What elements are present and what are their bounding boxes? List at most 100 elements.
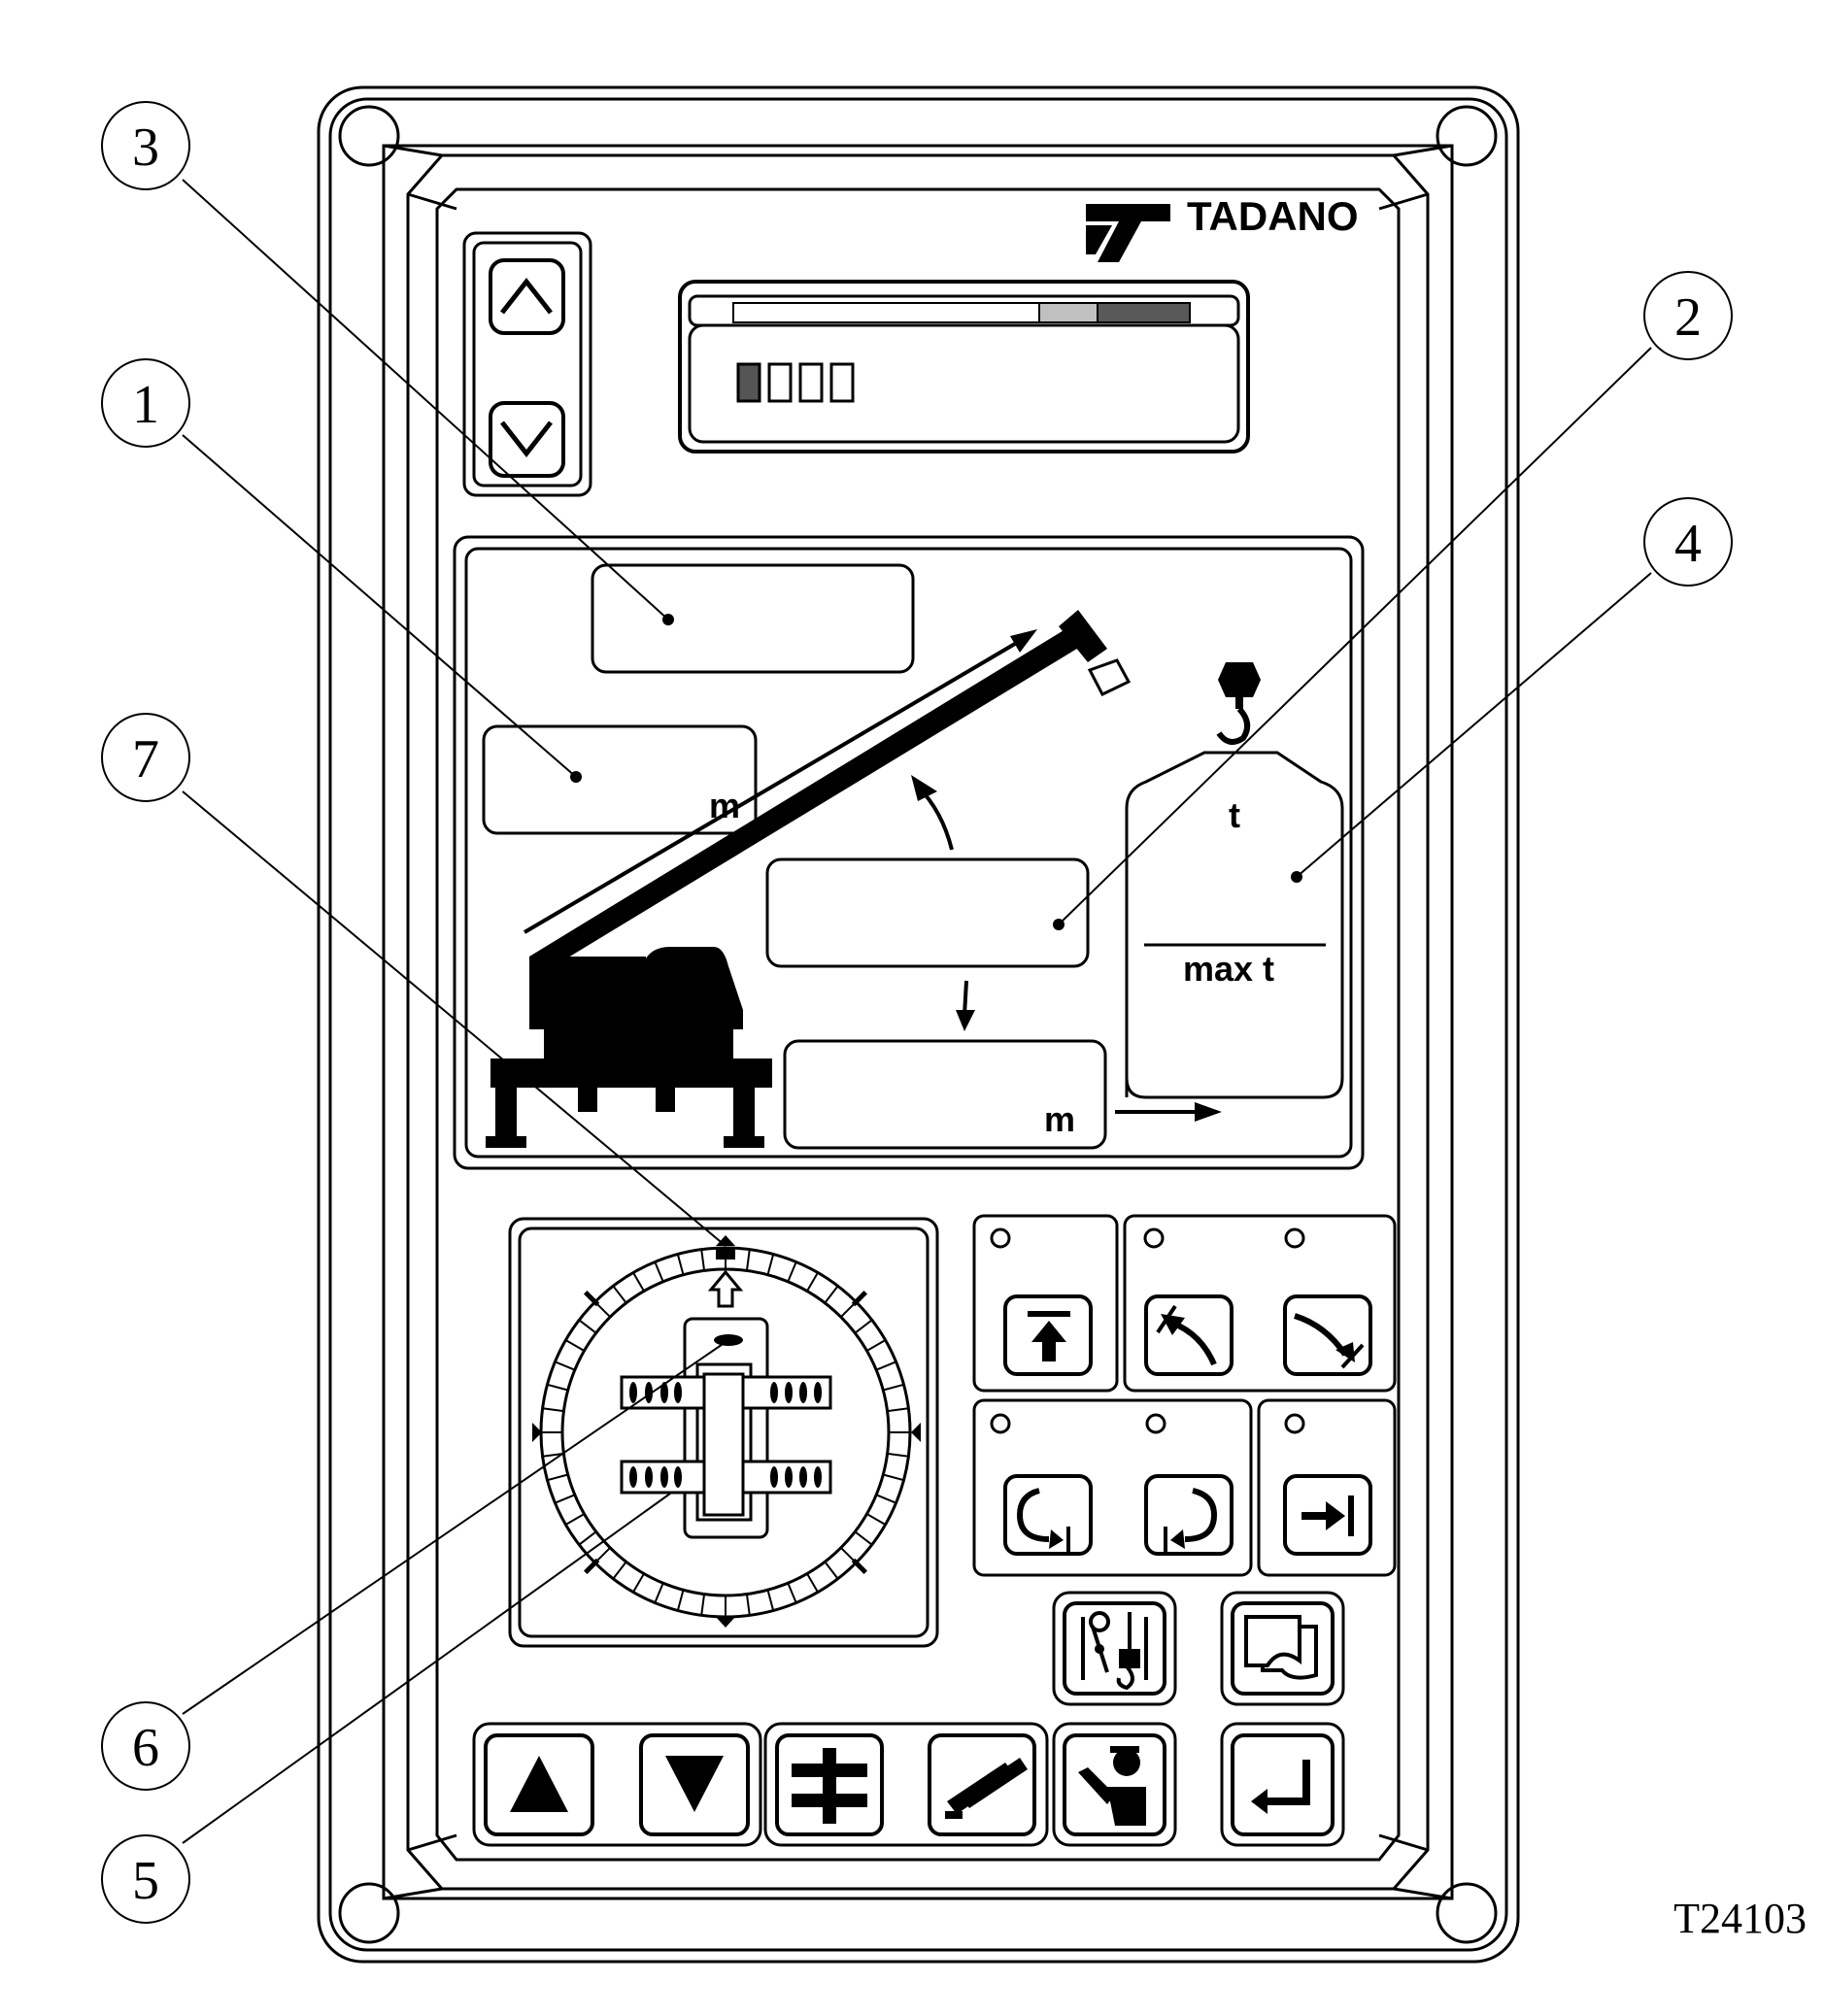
boom-angle-display xyxy=(765,857,1090,968)
svg-text:4: 4 xyxy=(1674,514,1702,574)
dial-tick xyxy=(865,1513,887,1526)
callout-5: 5 xyxy=(101,1834,190,1924)
outrigger-button[interactable] xyxy=(775,1733,884,1836)
dial-tick xyxy=(555,1361,576,1371)
panel-housing xyxy=(317,85,1520,1964)
swing-left-button[interactable] xyxy=(1003,1474,1093,1556)
figure-reference: T24103 xyxy=(1673,1895,1807,1942)
dial-tick xyxy=(542,1452,564,1458)
hoist-select-icon xyxy=(1081,1611,1148,1691)
swing-left-icon xyxy=(1016,1488,1070,1552)
carrier-topview-icon xyxy=(620,1317,832,1539)
svg-text:7: 7 xyxy=(132,729,159,790)
dial-tick xyxy=(676,1254,685,1275)
boom-extend-limit-button[interactable] xyxy=(1003,1294,1093,1376)
callout-1: 1 xyxy=(101,358,190,448)
dial-tick xyxy=(555,1494,576,1504)
outrigger-pads xyxy=(629,1382,822,1488)
scroll-down-button[interactable] xyxy=(489,401,565,478)
dial-tick xyxy=(865,1339,887,1352)
dial-tick xyxy=(632,1271,645,1293)
jib-icon xyxy=(945,1758,1028,1819)
operator-icon xyxy=(1078,1746,1146,1826)
dial-diagonal-mark xyxy=(851,1558,868,1575)
svg-text:5: 5 xyxy=(132,1851,159,1911)
dial-tick xyxy=(564,1513,586,1526)
screw-hole-top-right xyxy=(1436,105,1498,167)
dial-tick xyxy=(612,1561,627,1580)
scroll-up-button[interactable] xyxy=(489,258,565,335)
load-display xyxy=(1125,751,1344,1099)
message-display xyxy=(678,280,1250,454)
dial-tick xyxy=(787,1261,797,1283)
slew-markers xyxy=(532,1235,921,1628)
boom-raise-icon xyxy=(1156,1304,1217,1366)
boom-length-display xyxy=(591,563,915,674)
leader-lines xyxy=(182,179,1652,1844)
working-radius-display xyxy=(783,1039,1107,1150)
screw-hole-bottom-right xyxy=(1436,1882,1498,1944)
swing-right-button[interactable] xyxy=(1144,1474,1234,1556)
swing-right-icon xyxy=(1164,1488,1218,1552)
hook-icon xyxy=(1216,662,1261,745)
dial-tick xyxy=(766,1590,775,1611)
dial-tick xyxy=(676,1590,685,1611)
dial-tick xyxy=(700,1594,706,1616)
dial-tick xyxy=(806,1271,819,1293)
callout-2: 2 xyxy=(1643,271,1733,360)
hoist-select-button[interactable] xyxy=(1052,1591,1177,1706)
boom-height-display xyxy=(482,724,758,835)
radius-limit-button[interactable] xyxy=(1283,1474,1372,1556)
dial-tick xyxy=(745,1594,751,1616)
bottom-button-frames xyxy=(472,1722,1049,1847)
dial-tick xyxy=(578,1319,597,1334)
dial-tick xyxy=(542,1407,564,1413)
crane-icon xyxy=(486,610,1132,1148)
dial-tick xyxy=(887,1407,909,1413)
callout-4: 4 xyxy=(1643,497,1733,587)
callout-3: 3 xyxy=(101,101,190,190)
svg-text:1: 1 xyxy=(132,375,159,435)
page-icon xyxy=(1244,1615,1318,1680)
dial-tick xyxy=(578,1530,597,1546)
boom-raise-button[interactable] xyxy=(1144,1294,1234,1376)
operator-button[interactable] xyxy=(1052,1722,1177,1847)
chevron-down-icon xyxy=(500,420,553,458)
working-radius-unit: m xyxy=(1044,1099,1075,1139)
dial-tick xyxy=(854,1319,873,1334)
dial-tick xyxy=(787,1582,797,1603)
dial-tick xyxy=(875,1494,896,1504)
dial-tick xyxy=(875,1361,896,1371)
boom-lower-button[interactable] xyxy=(1283,1294,1372,1376)
dial-tick xyxy=(883,1383,904,1392)
dial-tick xyxy=(654,1261,664,1283)
front-arrow-icon xyxy=(707,1269,744,1308)
dial-tick xyxy=(883,1473,904,1482)
button-group-frames xyxy=(972,1214,1397,1577)
segment-readout xyxy=(736,362,855,403)
slew-indicator-frame xyxy=(508,1217,939,1648)
indicator-bar-dark xyxy=(1097,302,1191,323)
dial-tick xyxy=(547,1473,568,1482)
up-button[interactable] xyxy=(484,1733,594,1836)
dial-tick xyxy=(806,1572,819,1594)
dial-tick xyxy=(547,1383,568,1392)
dial-tick xyxy=(632,1572,645,1594)
scroll-button-group xyxy=(462,231,592,497)
page-button[interactable] xyxy=(1220,1591,1345,1706)
outrigger-icon xyxy=(792,1748,867,1824)
jib-button[interactable] xyxy=(928,1733,1036,1836)
indicator-bar-light xyxy=(1038,302,1098,323)
dial-tick xyxy=(887,1452,909,1458)
enter-button[interactable] xyxy=(1220,1722,1345,1847)
main-display-frame xyxy=(453,535,1365,1170)
max-load-unit: max t xyxy=(1183,949,1274,989)
down-button[interactable] xyxy=(639,1733,750,1836)
brand-name: TADANO xyxy=(1187,193,1359,239)
dial-tick xyxy=(700,1249,706,1271)
dial-tick xyxy=(824,1561,839,1580)
svg-text:3: 3 xyxy=(132,118,159,178)
load-unit: t xyxy=(1229,795,1240,835)
triangle-down-icon xyxy=(665,1756,724,1812)
